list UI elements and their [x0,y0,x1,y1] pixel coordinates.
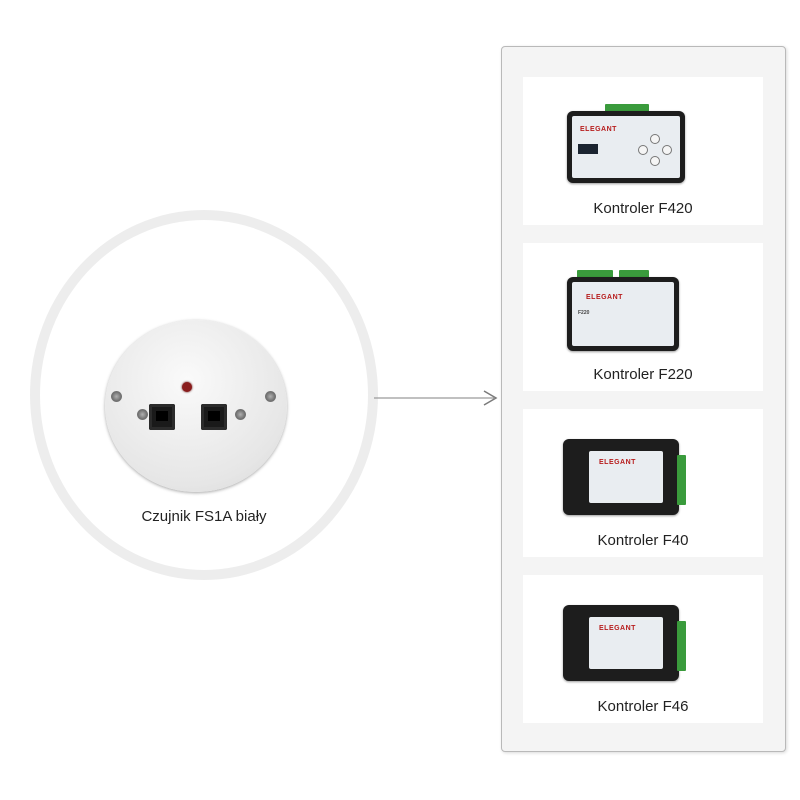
terminal-block [619,270,649,279]
terminal-block [677,455,686,505]
controller-label: Kontroler F220 [593,366,693,383]
controller-card-f46[interactable]: ELEGANT Kontroler F46 [523,575,763,723]
controller-f40-image: ELEGANT [563,439,679,515]
button-icon [650,134,660,144]
controller-card-f420[interactable]: ELEGANT Kontroler F420 [523,77,763,225]
rj-socket-left [149,404,175,430]
screw-icon [137,409,148,420]
terminal-block [605,104,649,113]
sensor-caption: Czujnik FS1A biały [141,508,267,525]
screw-icon [235,409,246,420]
sensor-plate-image [105,320,287,492]
connection-arrow [374,390,498,406]
screw-icon [111,391,122,402]
button-icon [662,145,672,155]
controller-label: Kontroler F46 [597,698,689,715]
controller-label: Kontroler F420 [593,200,693,217]
sensor-led [182,382,192,392]
button-icon [650,156,660,166]
controller-card-f220[interactable]: ELEGANT F220 Kontroler F220 [523,243,763,391]
controller-f46-image: ELEGANT [563,605,679,681]
controller-card-f40[interactable]: ELEGANT Kontroler F40 [523,409,763,557]
button-icon [638,145,648,155]
terminal-block [677,621,686,671]
screw-icon [265,391,276,402]
controllers-panel: ELEGANT Kontroler F420 ELEGANT F220 Kont… [501,46,786,752]
controller-f220-image: ELEGANT F220 [567,277,679,351]
terminal-block [577,270,613,279]
rj-socket-right [201,404,227,430]
controller-f420-image: ELEGANT [567,111,685,183]
controller-label: Kontroler F40 [597,532,689,549]
